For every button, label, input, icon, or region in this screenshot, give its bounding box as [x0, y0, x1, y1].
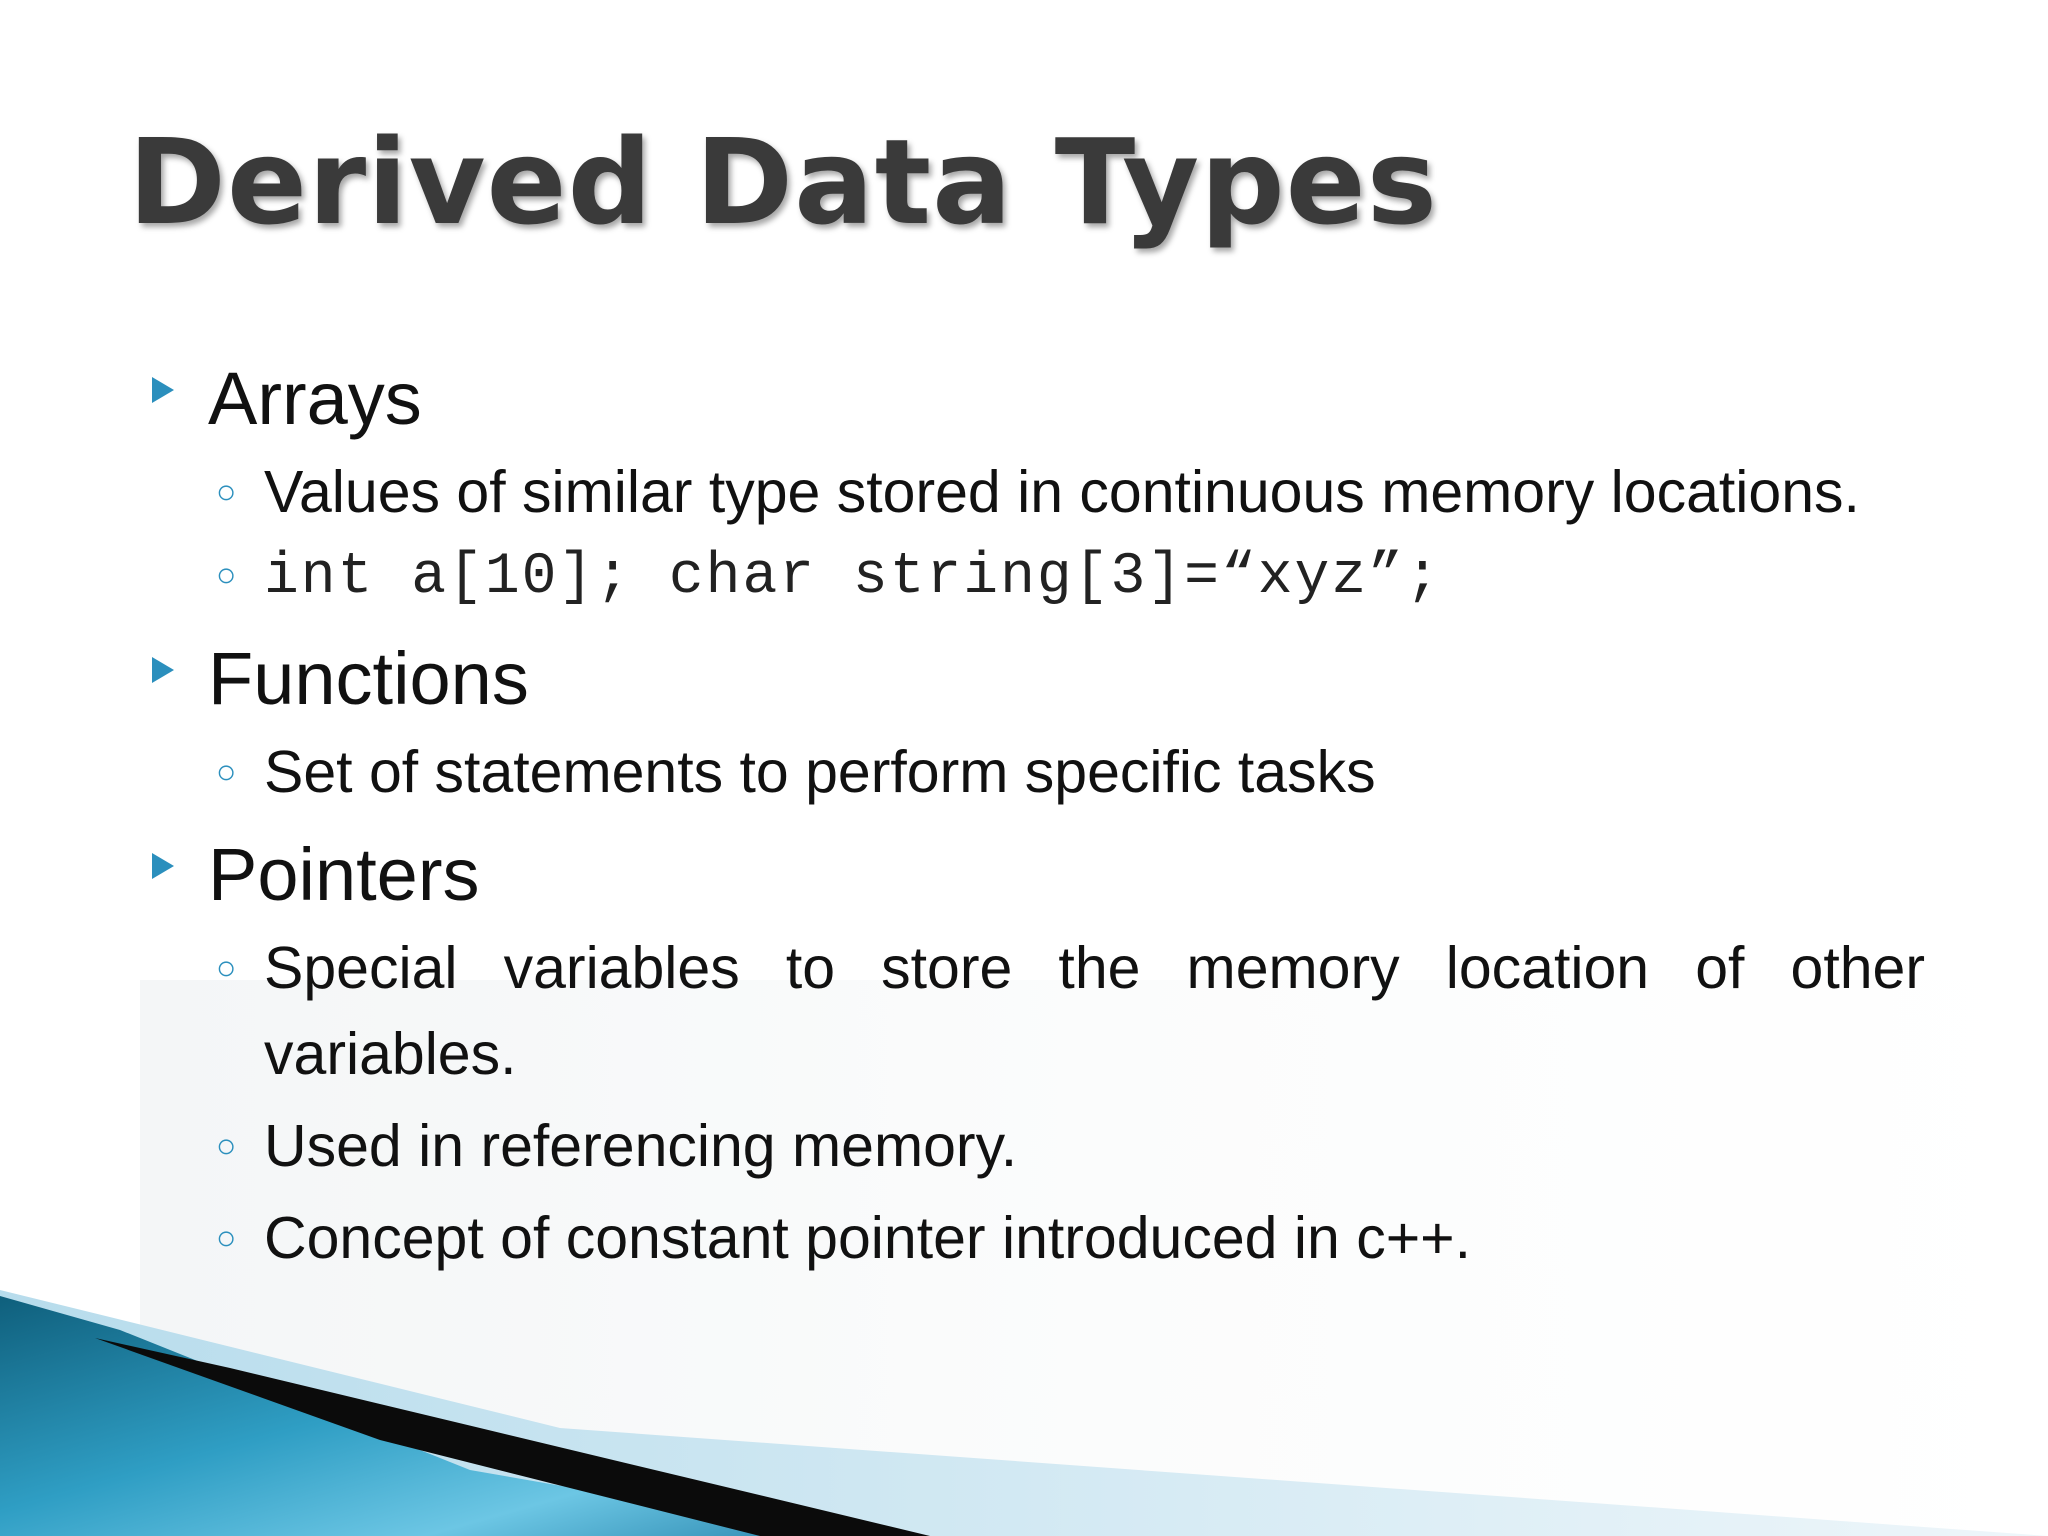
circle-bullet-icon: ○ [216, 473, 237, 511]
sub-bullet: ○ Concept of constant pointer introduced… [150, 1195, 1925, 1281]
circle-bullet-icon: ○ [216, 1219, 237, 1257]
slide-content: Arrays ○ Values of similar type stored i… [150, 355, 1925, 1281]
triangle-bullet-icon [152, 657, 174, 683]
sub-bullet-text: Special variables to store the memory lo… [264, 935, 1925, 1087]
bullet-functions: Functions [150, 635, 1925, 723]
bullet-arrays: Arrays [150, 355, 1925, 443]
black-swoosh [95, 1338, 930, 1536]
pale-blue-wedge [0, 1290, 2048, 1536]
circle-bullet-icon: ○ [216, 1127, 237, 1165]
triangle-bullet-icon [152, 853, 174, 879]
sub-bullet: ○ Special variables to store the memory … [150, 925, 1925, 1097]
bullet-heading: Arrays [208, 357, 422, 440]
sub-bullet-text: Concept of constant pointer introduced i… [264, 1205, 1471, 1271]
sub-bullet: ○ Set of statements to perform specific … [150, 729, 1925, 815]
sub-bullet-code: ○ int a[10]; char string[3]=“xyz”; [150, 535, 1925, 621]
circle-bullet-icon: ○ [216, 753, 237, 791]
triangle-bullet-icon [152, 377, 174, 403]
circle-bullet-icon: ○ [216, 559, 239, 597]
slide-title: Derived Data Types [128, 113, 1438, 251]
code-example-text: int a[10]; char string[3]=“xyz”; [264, 545, 1442, 610]
sub-bullet-text: Values of similar type stored in continu… [264, 459, 1860, 525]
sub-bullet: ○ Values of similar type stored in conti… [150, 449, 1925, 535]
teal-wedge [0, 1296, 850, 1536]
sub-bullet-text: Used in referencing memory. [264, 1113, 1018, 1179]
bullet-pointers: Pointers [150, 831, 1925, 919]
circle-bullet-icon: ○ [216, 949, 237, 987]
sub-bullet-text: Set of statements to perform specific ta… [264, 739, 1376, 805]
bullet-heading: Functions [208, 637, 529, 720]
bullet-heading: Pointers [208, 833, 480, 916]
sub-bullet: ○ Used in referencing memory. [150, 1103, 1925, 1189]
